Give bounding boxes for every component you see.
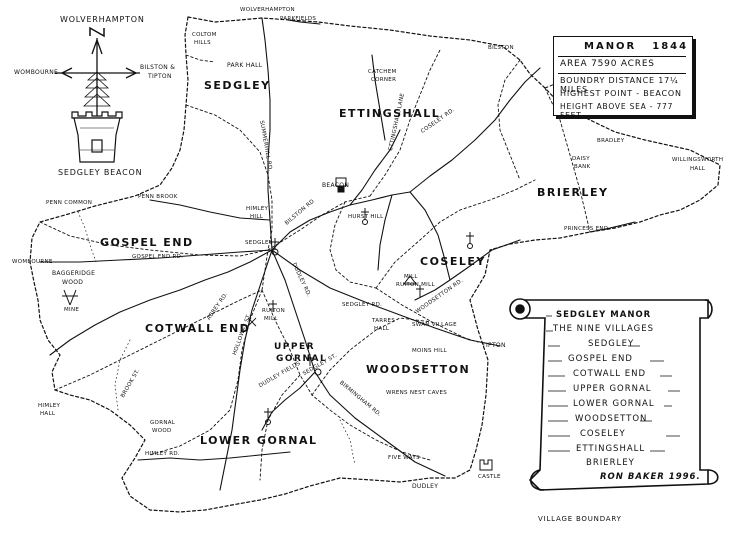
info-area: AREA 7590 ACRES xyxy=(560,59,655,69)
place-baggeridge: BAGGERIDGE xyxy=(52,270,96,277)
info-title: MANOR 1844 xyxy=(584,41,688,52)
place-tarres-2: HALL xyxy=(374,326,390,332)
scroll-item: ETTINGSHALL xyxy=(576,444,646,454)
place-hurst-hill: HURST HILL xyxy=(348,214,384,220)
place-tarres: TARRES xyxy=(372,318,396,324)
compass-west-label: WOMBOURNE xyxy=(14,69,59,76)
place-baggeridge-2: WOOD xyxy=(62,279,84,286)
place-moins-hill: MOINS HILL xyxy=(412,348,447,354)
place-mine: MINE xyxy=(64,307,80,313)
place-wolverhampton: WOLVERHAMPTON xyxy=(240,7,295,13)
village-ettingshall: ETTINGSHALL xyxy=(339,107,441,120)
roads xyxy=(39,17,636,491)
place-catchem-2: CORNER xyxy=(371,77,397,83)
place-parkfields: PARKFIELDS xyxy=(280,16,317,22)
scroll-subtitle: THE NINE VILLAGES xyxy=(553,324,654,334)
info-title-text: MANOR xyxy=(584,41,637,52)
church-icons xyxy=(264,208,474,425)
place-swan-village: SWAN VILLAGE xyxy=(412,322,457,328)
scroll-item: WOODSETTON xyxy=(575,414,648,424)
info-highest: HIGHEST POINT - BEACON xyxy=(560,89,682,98)
place-himley-hall-2: HALL xyxy=(40,411,56,417)
place-catchem: CATCHEM xyxy=(368,69,397,75)
info-boundary: BOUNDRY DISTANCE 17¼ MILES xyxy=(560,76,679,94)
place-willingsworth: WILLINGSWORTH xyxy=(672,157,724,163)
scroll-item: LOWER GORNAL xyxy=(573,399,655,409)
info-height: HEIGHT ABOVE SEA - 777 FEET xyxy=(560,102,674,120)
village-boundary-legend: VILLAGE BOUNDARY xyxy=(538,515,622,523)
place-himley-hill-2: HILL xyxy=(250,214,264,220)
village-upper-gornal: UPPER xyxy=(274,342,316,352)
villages-scroll xyxy=(509,298,719,491)
streams xyxy=(77,211,356,466)
village-coseley: COSELEY xyxy=(420,255,486,268)
mill-icon xyxy=(247,317,257,327)
compass-caption: SEDGLEY BEACON xyxy=(58,168,143,177)
place-coltom-hills-2: HILLS xyxy=(194,40,211,46)
place-dudley: DUDLEY xyxy=(412,483,439,490)
place-ruiton: RUITON xyxy=(262,308,286,314)
place-five-ways: FIVE WAYS xyxy=(388,455,420,461)
village-cotwall-end: COTWALL END xyxy=(145,322,251,335)
village-woodsetton: WOODSETTON xyxy=(366,363,471,376)
place-daisy-bank: DAISY xyxy=(572,156,590,162)
beacon-tree-icon xyxy=(82,71,112,118)
compass-east-label-2: TIPTON xyxy=(148,73,172,80)
castle-icon xyxy=(479,459,493,471)
place-ruiton-2: MILL xyxy=(264,316,278,322)
village-lower-gornal: LOWER GORNAL xyxy=(200,434,318,447)
manor-boundary xyxy=(29,16,721,513)
place-coltom-hills: COLTOM xyxy=(192,32,217,38)
place-sedgley-town: SEDGLEY xyxy=(245,240,273,246)
place-sedgley-rd: SEDGLEY RD. xyxy=(342,302,383,308)
village-brierley: BRIERLEY xyxy=(537,186,609,199)
scroll-item: COTWALL END xyxy=(573,369,647,379)
place-bradley: BRADLEY xyxy=(597,138,625,144)
place-gospel-end-rd: GOSPEL END RD. xyxy=(132,254,184,260)
place-gornal-wood: GORNAL xyxy=(150,420,176,426)
compass-north-label: WOLVERHAMPTON xyxy=(60,15,145,24)
place-princess-end: PRINCESS END xyxy=(564,226,609,232)
place-beacon: BEACON xyxy=(322,182,350,189)
place-castle: CASTLE xyxy=(478,474,501,480)
scroll-item: SEDGLEY xyxy=(588,339,635,349)
beacon-tower-icon xyxy=(71,111,123,163)
place-ruiton-mill: RUITON MILL xyxy=(396,282,435,288)
scroll-ticks xyxy=(546,315,680,452)
scroll-item: GOSPEL END xyxy=(568,354,633,364)
place-penn-common: PENN COMMON xyxy=(46,200,93,206)
scroll-author: RON BAKER 1996. xyxy=(600,472,701,482)
place-wrens-nest: WRENS NEST CAVES xyxy=(386,390,448,396)
beacon-symbol-icon xyxy=(335,177,347,193)
info-divider xyxy=(558,56,686,57)
place-gornal-wood-2: WOOD xyxy=(152,428,172,434)
scroll-title: SEDGLEY MANOR xyxy=(556,310,652,320)
place-tipton: TIPTON xyxy=(482,342,506,349)
scroll-item: UPPER GORNAL xyxy=(573,384,652,394)
scroll-item: COSELEY xyxy=(580,429,626,439)
place-penn-brook: PENN BROOK xyxy=(138,194,178,200)
place-wombourne: WOMBOURNE xyxy=(12,259,53,265)
compass-east-label: BILSTON & xyxy=(140,64,176,71)
place-himley-hall: HIMLEY xyxy=(38,403,61,409)
village-sedgley: SEDGLEY xyxy=(204,79,271,92)
village-gospel-end: GOSPEL END xyxy=(100,236,194,249)
manor-info-box: MANOR 1844 AREA 7590 ACRES BOUNDRY DISTAN… xyxy=(553,36,693,120)
scroll-item: BRIERLEY xyxy=(586,458,635,468)
place-mill-top: MILL xyxy=(404,274,418,280)
village-upper-gornal-2: GORNAL xyxy=(276,354,328,364)
place-park-hall: PARK HALL xyxy=(227,62,263,69)
info-divider xyxy=(558,73,686,74)
place-himley-rd: HIMLEY RD. xyxy=(145,451,180,457)
place-daisy-bank-2: BANK xyxy=(574,164,591,170)
info-year: 1844 xyxy=(652,41,689,52)
mine-icon xyxy=(62,289,78,306)
place-himley-hill: HIMLEY xyxy=(246,206,269,212)
place-bilston: BILSTON xyxy=(488,45,514,51)
place-willingsworth-2: HALL xyxy=(690,166,706,172)
